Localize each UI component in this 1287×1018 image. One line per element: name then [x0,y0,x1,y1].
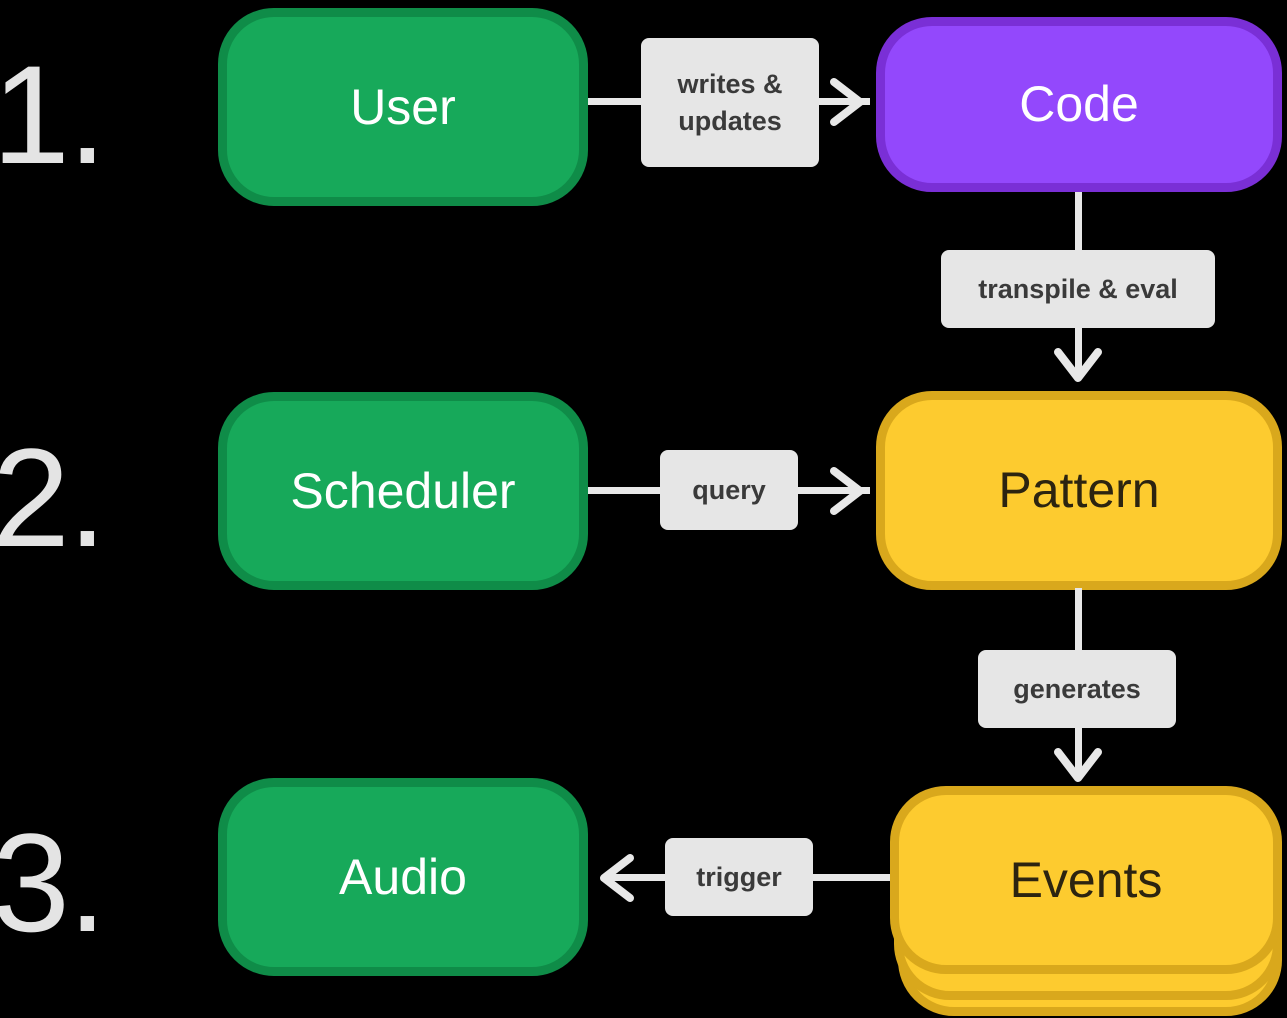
node-audio-label: Audio [339,848,467,905]
arrowhead-user-to-code [830,78,864,126]
node-events-label: Events [1009,851,1163,908]
step-number-1: 1. [0,36,107,193]
arrowhead-events-to-audio [600,854,634,902]
edge-label-transpile-eval: transpile & eval [941,250,1215,328]
arrowhead-pattern-to-events [1054,748,1102,782]
step-number-3: 3. [0,804,107,961]
edge-label-query: query [660,450,798,530]
node-pattern[interactable]: Pattern [876,391,1282,590]
node-code-label: Code [1019,76,1139,133]
node-user[interactable]: User [218,8,588,206]
arrowhead-scheduler-to-pattern [830,467,864,515]
node-scheduler-label: Scheduler [290,462,516,519]
step-number-2: 2. [0,419,107,576]
node-pattern-label: Pattern [998,462,1160,519]
node-scheduler[interactable]: Scheduler [218,392,588,590]
node-user-label: User [350,78,456,135]
edge-label-writes-updates: writes & updates [641,38,819,167]
edge-label-generates: generates [978,650,1176,728]
arrowhead-code-to-pattern [1054,348,1102,382]
node-audio[interactable]: Audio [218,778,588,976]
edge-label-trigger: trigger [665,838,813,916]
node-code[interactable]: Code [876,17,1282,192]
node-events[interactable]: Events [890,786,1282,974]
